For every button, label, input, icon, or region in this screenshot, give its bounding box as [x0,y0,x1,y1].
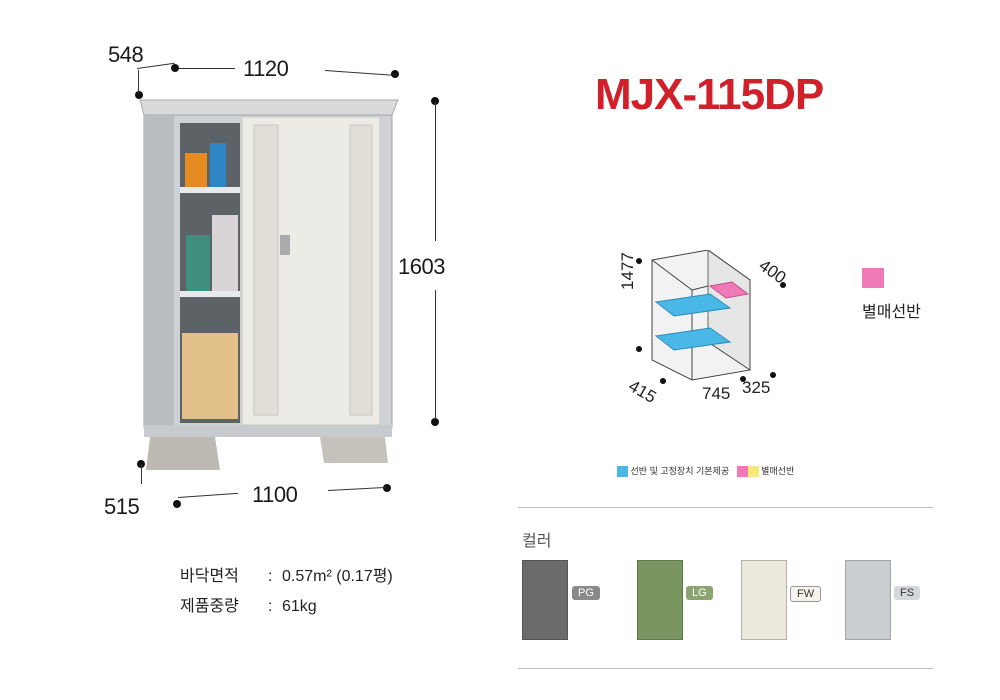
dim-height: 1603 [398,254,445,279]
color-swatch-lg[interactable] [637,560,683,640]
divider-bottom [518,668,933,669]
interior-width-left: 745 [702,384,731,403]
divider-top [518,507,933,508]
specs: 바닥면적:0.57m² (0.17평) 제품중량:61kg [180,562,393,622]
interior-height: 1477 [618,252,637,290]
color-code-fs: FS [894,586,921,600]
color-code-pg: PG [572,586,600,600]
dim-depth-bottom: 515 [104,494,140,519]
color-swatch-fw[interactable] [741,560,787,640]
legend-blue-swatch [617,466,628,478]
legend-pink-swatch [736,466,748,478]
dim-width-bottom: 1100 [252,482,298,507]
color-swatch-fs[interactable] [845,560,891,640]
legend: 선반 및 고정장치 기본제공 별매선반 [617,464,795,478]
dim-depth-top: 548 [108,42,144,67]
interior-svg [651,250,751,381]
color-code-fw: FW [790,586,822,602]
color-swatch-pg[interactable] [522,560,568,640]
optional-shelf-label: 별매선반 [862,304,921,321]
spec-weight: 제품중량:61kg [180,592,393,616]
spec-label: 바닥면적 [180,568,239,585]
legend-optional: 별매선반 [761,466,795,476]
model-title: MJX-115DP [595,70,824,119]
legend-standard: 선반 및 고정장치 기본제공 [630,466,730,476]
shed-svg [139,99,399,470]
spec-value: 61kg [282,598,317,615]
colors-heading: 컬러 [522,533,552,550]
dim-width-top: 1120 [243,56,289,81]
color-code-lg: LG [686,586,713,600]
spec-value: 0.57m² (0.17평) [282,568,393,585]
spec-floor-area: 바닥면적:0.57m² (0.17평) [180,562,393,586]
legend-yellow-swatch [747,466,759,478]
optional-shelf-swatch [862,268,884,288]
interior-width-right: 325 [742,378,771,397]
spec-label: 제품중량 [180,598,239,615]
